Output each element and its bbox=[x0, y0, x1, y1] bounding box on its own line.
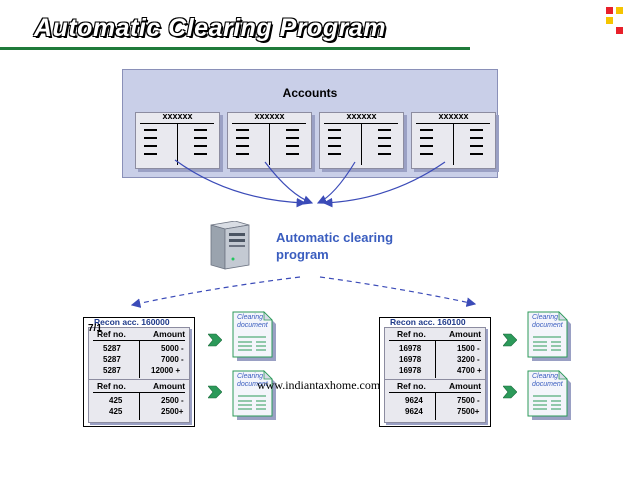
col-ref-header: Ref no. bbox=[397, 329, 426, 339]
server-icon bbox=[205, 220, 250, 270]
doc-label-line1: Clearing bbox=[237, 314, 264, 321]
left-recon-table-1: Ref no. Amount 5287 5000 - 5287 7000 - 5… bbox=[88, 327, 190, 381]
doc-label-line1: Clearing bbox=[532, 314, 559, 321]
chevron-right-icon bbox=[503, 385, 517, 399]
amount-cell: 7500+ bbox=[457, 407, 480, 416]
doc-label-line2: document bbox=[237, 322, 268, 329]
ref-cell: 9624 bbox=[405, 407, 423, 416]
col-ref-header: Ref no. bbox=[97, 381, 126, 391]
ref-cell: 16978 bbox=[399, 344, 422, 353]
logo-square-red-1 bbox=[606, 7, 613, 14]
left-recon-title: Recon acc. 160000 bbox=[94, 317, 170, 327]
ref-cell: 425 bbox=[109, 396, 123, 405]
amount-cell: 2500 - bbox=[161, 396, 184, 405]
t-account-1: xxxxxx bbox=[135, 111, 220, 169]
clearing-document-icon: Clearing document bbox=[232, 370, 276, 420]
ref-cell: 5287 bbox=[103, 344, 121, 353]
amount-cell: 1500 - bbox=[457, 344, 480, 353]
arrow-to-left-recon bbox=[130, 276, 301, 308]
right-recon-table-1: Ref no. Amount 16978 1500 - 16978 3200 -… bbox=[384, 327, 486, 381]
accounts-label: Accounts bbox=[282, 86, 338, 100]
ref-cell: 425 bbox=[109, 407, 123, 416]
page-title: Automatic Clearing Program bbox=[34, 14, 386, 42]
arrow-account-4 bbox=[322, 161, 446, 208]
right-recon-table-2: Ref no. Amount 9624 7500 - 9624 7500+ bbox=[384, 379, 486, 423]
col-amount-header: Amount bbox=[449, 381, 482, 391]
right-recon-box: Recon acc. 160100 Ref no. Amount 16978 1… bbox=[379, 317, 491, 427]
ref-cell: 16978 bbox=[399, 366, 422, 375]
left-recon-box: Recon acc. 160000 Ref no. Amount 5287 50… bbox=[83, 317, 195, 427]
clearing-document-icon: Clearing document bbox=[527, 311, 571, 361]
arrow-account-2 bbox=[264, 161, 314, 205]
doc-label-line1: Clearing bbox=[532, 373, 559, 380]
program-label-line1: Automatic clearing bbox=[276, 230, 394, 245]
arrow-to-right-recon bbox=[319, 276, 477, 307]
doc-label-line2: document bbox=[532, 381, 563, 388]
program-label-line2: program bbox=[276, 247, 329, 262]
arrow-account-1 bbox=[174, 159, 307, 208]
doc-label-line1: Clearing bbox=[237, 373, 264, 380]
t-account-header: xxxxxx bbox=[346, 111, 377, 121]
amount-cell: 7500 - bbox=[457, 396, 480, 405]
t-account-2: xxxxxx bbox=[227, 111, 312, 169]
t-account-3: xxxxxx bbox=[319, 111, 404, 169]
ref-cell: 5287 bbox=[103, 366, 121, 375]
watermark-text: www.indiantaxhome.com bbox=[257, 378, 381, 392]
col-ref-header: Ref no. bbox=[97, 329, 126, 339]
amount-cell: 7000 - bbox=[161, 355, 184, 364]
t-account-header: xxxxxx bbox=[438, 111, 469, 121]
accounts-panel: Accounts xxxxxx xxxxxx xxxxxx xxxxxx bbox=[122, 69, 498, 178]
t-account-header: xxxxxx bbox=[254, 111, 285, 121]
logo-square-yellow-2 bbox=[606, 17, 613, 24]
t-account-header: xxxxxx bbox=[162, 111, 193, 121]
left-recon-table-2: Ref no. Amount 425 2500 - 425 2500+ bbox=[88, 379, 190, 423]
amount-cell: 5000 - bbox=[161, 344, 184, 353]
arrow-account-3 bbox=[316, 161, 356, 204]
title-underline bbox=[0, 47, 470, 50]
ref-cell: 16978 bbox=[399, 355, 422, 364]
ref-cell: 5287 bbox=[103, 355, 121, 364]
t-account-4: xxxxxx bbox=[411, 111, 496, 169]
stray-text: 7/1 bbox=[88, 323, 102, 334]
col-ref-header: Ref no. bbox=[397, 381, 426, 391]
clearing-document-icon: Clearing document bbox=[527, 370, 571, 420]
amount-cell: 3200 - bbox=[457, 355, 480, 364]
logo-square-red-2 bbox=[616, 27, 623, 34]
clearing-document-icon: Clearing document bbox=[232, 311, 276, 361]
chevron-right-icon bbox=[503, 333, 517, 347]
col-amount-header: Amount bbox=[449, 329, 482, 339]
automatic-clearing-label: Automatic clearing program bbox=[276, 229, 446, 263]
amount-cell: 12000 + bbox=[151, 366, 181, 375]
ref-cell: 9624 bbox=[405, 396, 423, 405]
logo-square-yellow-1 bbox=[616, 7, 623, 14]
amount-cell: 4700 + bbox=[457, 366, 482, 375]
doc-label-line2: document bbox=[532, 322, 563, 329]
amount-cell: 2500+ bbox=[161, 407, 184, 416]
right-recon-title: Recon acc. 160100 bbox=[390, 317, 466, 327]
doc-label-line2: document bbox=[237, 381, 268, 388]
chevron-right-icon bbox=[208, 333, 222, 347]
col-amount-header: Amount bbox=[153, 381, 186, 391]
chevron-right-icon bbox=[208, 385, 222, 399]
col-amount-header: Amount bbox=[153, 329, 186, 339]
